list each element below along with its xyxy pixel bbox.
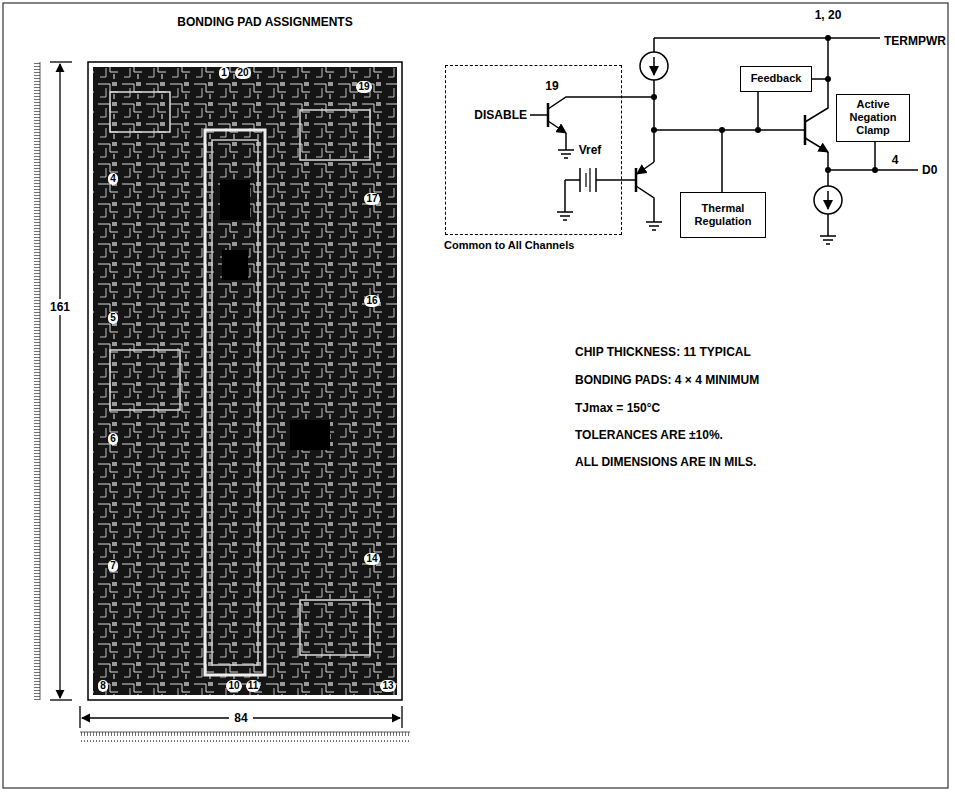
box-text: Common to All Channels [444,239,574,252]
note: CHIP THICKNESS: 11 TYPICAL [575,345,751,359]
signal-name: D0 [922,163,937,177]
pin-number: 4 [892,153,899,167]
process-box: Active Negation Clamp [836,94,910,142]
pad-number: 4 [108,173,118,185]
ground-symbol [557,150,836,244]
signal-name: TERMPWR [884,34,946,48]
pad-number: 10 [226,680,241,692]
pad-number: 20 [235,67,250,79]
ruler [80,732,410,742]
note: ALL DIMENSIONS ARE IN MILS. [575,455,756,469]
box-text: Active Negation Clamp [841,98,905,138]
box-text: Thermal Regulation [685,202,761,228]
pad-number: 16 [364,295,379,307]
pad-number: 7 [108,560,118,572]
schematic-wires [530,38,918,236]
dimension: 161 [45,299,75,315]
pin-number: 19 [545,79,558,93]
current-source-symbol [640,52,842,214]
signal-name: DISABLE [474,108,527,122]
dimension-line [50,62,402,728]
pad-number: 8 [98,680,108,692]
group-box: Common to All Channels [445,65,622,235]
pad-number: 17 [364,193,379,205]
ruler-line [80,732,410,733]
pad-number: 1 [219,67,229,79]
pad-number: 5 [108,312,118,324]
pad-number: 19 [356,81,371,93]
pad-number: 11 [246,680,261,692]
die-photo [93,67,397,695]
process-box: Thermal Regulation [680,192,766,238]
pad-number: 13 [380,680,395,692]
die-bus [110,92,370,675]
note: TOLERANCES ARE ±10%. [575,428,723,442]
note: TJmax = 150°C [575,401,660,415]
process-box: Feedback [740,66,812,92]
box-text: Feedback [751,72,802,85]
dimension: 84 [229,710,252,726]
ruler [30,62,40,700]
symbol-label: Vref [579,143,602,157]
page-title: BONDING PAD ASSIGNMENTS [177,15,352,29]
pad-number: 6 [108,433,118,445]
page-border [3,3,948,788]
pin-number: 1, 20 [815,8,842,22]
die-frame [88,62,402,700]
pad-number: 14 [364,553,379,565]
note: BONDING PADS: 4 × 4 MINIMUM [575,373,759,387]
ruler-line [40,62,41,700]
